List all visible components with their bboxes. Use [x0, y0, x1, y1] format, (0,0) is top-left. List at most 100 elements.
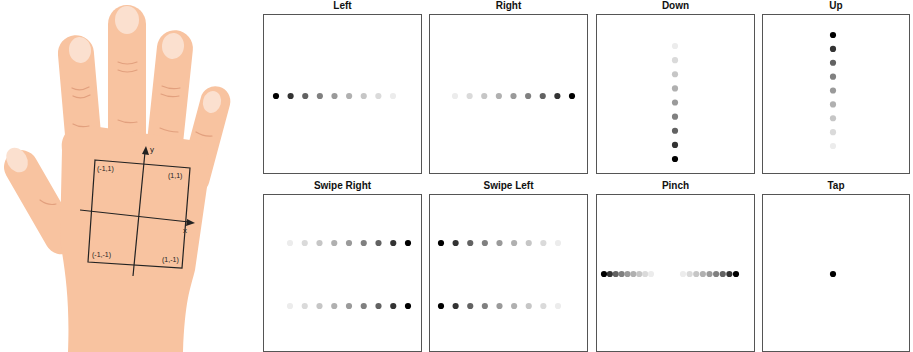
trace-dot	[361, 240, 367, 246]
trace-dot	[540, 303, 546, 309]
trace-dot	[331, 93, 337, 99]
gesture-panel: Up	[762, 0, 910, 174]
gesture-panel: Right	[429, 0, 588, 174]
panel-title: Swipe Left	[429, 180, 588, 192]
trace-dot	[375, 93, 381, 99]
trace-dot	[555, 240, 561, 246]
trace-dot	[317, 93, 323, 99]
trace-dot	[830, 115, 836, 121]
panel-frame	[762, 14, 910, 174]
trace-dot	[526, 240, 532, 246]
trace-dot	[496, 93, 502, 99]
trace-dot	[700, 271, 706, 277]
gesture-panel: Pinch	[596, 180, 755, 352]
trace-dot	[619, 271, 625, 277]
trace-dot	[672, 128, 678, 134]
trace-dot	[316, 303, 322, 309]
trace-dot	[672, 156, 678, 162]
trace-dot	[405, 303, 411, 309]
trace-dot	[672, 57, 678, 63]
trace-dot	[405, 240, 411, 246]
trace-dot	[672, 114, 678, 120]
trace-dot	[346, 240, 352, 246]
trace-dot	[526, 303, 532, 309]
trace-dot	[287, 303, 293, 309]
trace-dot	[467, 93, 473, 99]
trace-dot	[346, 93, 352, 99]
trace-dot	[438, 240, 444, 246]
trace-dot	[830, 74, 836, 80]
panel-frame	[596, 14, 755, 174]
trace-dot	[540, 93, 546, 99]
trace-dot	[361, 303, 367, 309]
coordinate-label: (-1,1)	[97, 165, 114, 173]
trace-dot	[713, 271, 719, 277]
panel-title: Tap	[762, 180, 910, 192]
trace-dot	[607, 271, 613, 277]
gesture-panel: Left	[263, 0, 422, 174]
palm	[60, 125, 209, 352]
coordinate-label: (1,-1)	[162, 256, 179, 264]
trace-dot	[733, 271, 739, 277]
trace-dot	[287, 240, 293, 246]
trace-dot	[693, 271, 699, 277]
trace-dot	[830, 129, 836, 135]
trace-dot	[467, 240, 473, 246]
coordinate-label: (-1,-1)	[92, 251, 111, 259]
trace-dot	[331, 303, 337, 309]
trace-dot	[496, 303, 502, 309]
panel-frame	[596, 194, 755, 352]
trace-dot	[672, 99, 678, 105]
trace-dot	[496, 240, 502, 246]
trace-dot	[830, 46, 836, 52]
trace-dot	[273, 93, 279, 99]
panel-title: Up	[762, 0, 910, 12]
trace-dot	[511, 303, 517, 309]
trace-dot	[302, 303, 308, 309]
trace-dot	[390, 240, 396, 246]
trace-dot	[390, 93, 396, 99]
axis-label: x	[183, 226, 187, 235]
trace-dot	[720, 271, 726, 277]
trace-dot	[540, 240, 546, 246]
panel-title: Swipe Right	[263, 180, 422, 192]
trace-dot	[706, 271, 712, 277]
trace-dot	[316, 240, 322, 246]
trace-dot	[648, 271, 654, 277]
hand	[0, 5, 234, 352]
trace-dot	[830, 143, 836, 149]
gesture-panel: Swipe Right	[263, 180, 422, 352]
panel-frame	[429, 14, 588, 174]
creases	[40, 62, 212, 205]
fingernails	[2, 6, 224, 176]
panel-frame	[762, 194, 910, 352]
gesture-dots	[273, 32, 836, 309]
trace-dot	[375, 240, 381, 246]
trace-dot	[726, 271, 732, 277]
trace-dot	[288, 93, 294, 99]
trace-dot	[672, 71, 678, 77]
trace-dot	[481, 93, 487, 99]
panel-frame	[263, 14, 422, 174]
trace-dot	[555, 303, 561, 309]
trace-dot	[680, 271, 686, 277]
trace-dot	[525, 93, 531, 99]
panel-frame	[263, 194, 422, 352]
trace-dot	[453, 303, 459, 309]
trace-dot	[375, 303, 381, 309]
trace-dot	[510, 93, 516, 99]
panel-title: Pinch	[596, 180, 755, 192]
axis-arrowheads	[142, 146, 195, 226]
trace-dot	[642, 271, 648, 277]
coordinate-grid	[80, 152, 190, 276]
trace-dot	[390, 303, 396, 309]
panel-title: Left	[263, 0, 422, 12]
trace-dot	[331, 240, 337, 246]
trace-dot	[361, 93, 367, 99]
gesture-panel: Tap	[762, 180, 910, 352]
trace-dot	[830, 271, 836, 277]
trace-dot	[672, 85, 678, 91]
trace-dot	[672, 142, 678, 148]
trace-dot	[830, 101, 836, 107]
